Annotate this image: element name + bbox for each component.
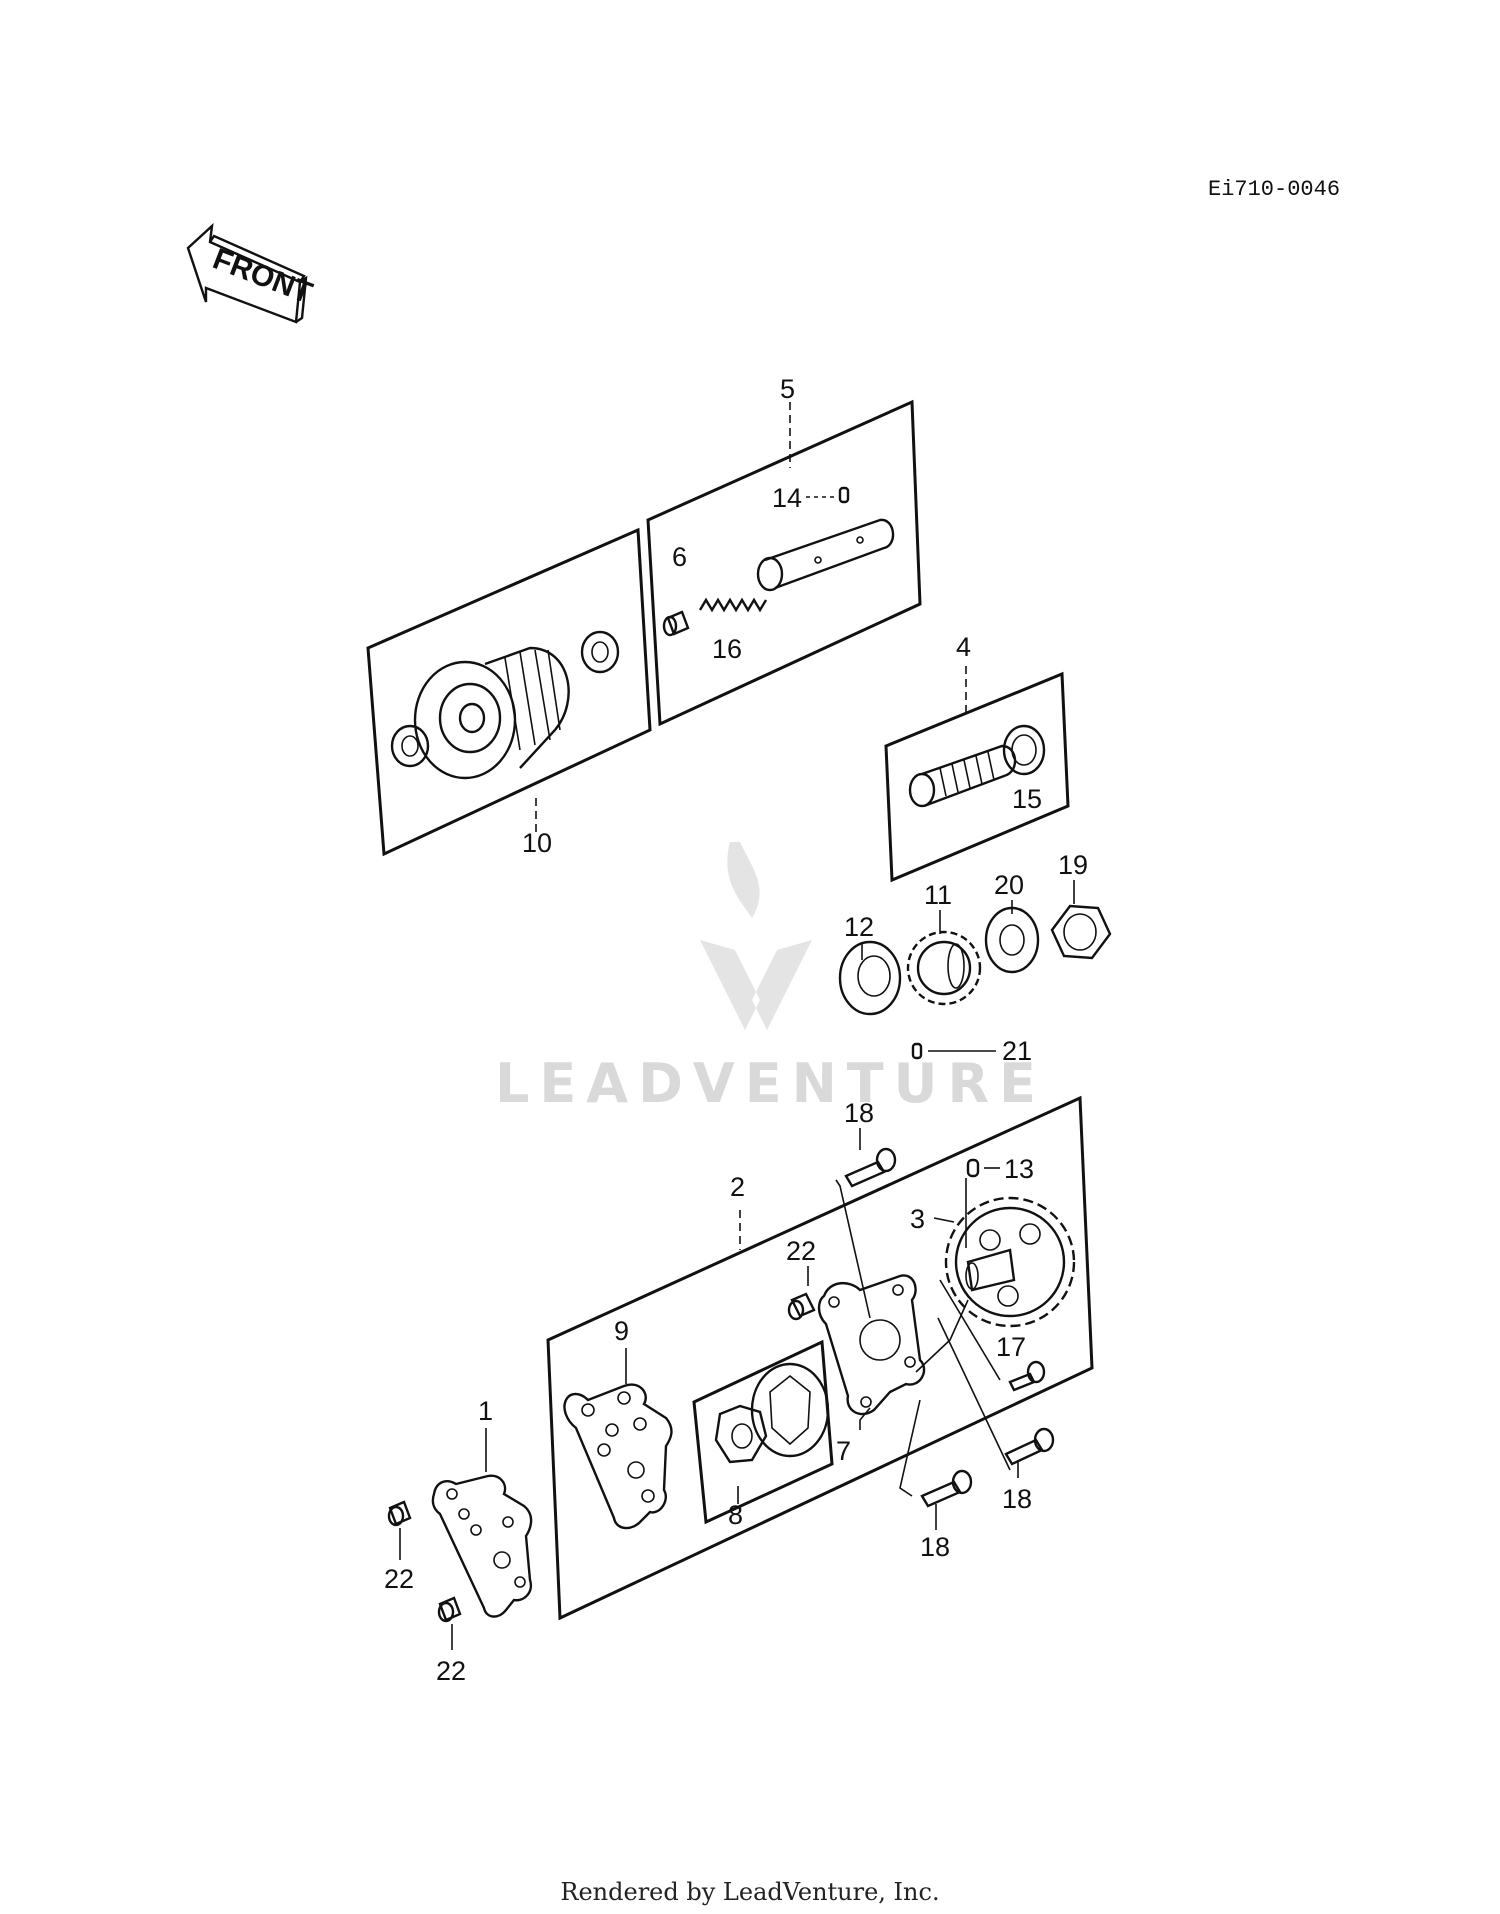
washer-15 — [1002, 724, 1046, 776]
dowel-pin-22-left — [387, 1500, 412, 1527]
dowel-pin-22-bottom — [437, 1596, 462, 1623]
gear-11 — [906, 930, 982, 1006]
callout-12: 12 — [844, 912, 874, 942]
leadventure-watermark-logo: LEADVENTURE — [495, 842, 1046, 1115]
callout-3: 3 — [910, 1204, 925, 1234]
pin-21 — [911, 1042, 923, 1060]
callout-11: 11 — [924, 880, 952, 910]
bypass-bolt — [908, 744, 1017, 808]
callout-14: 14 — [772, 483, 802, 513]
relief-valve-body — [756, 518, 895, 592]
sprocket-3 — [944, 1196, 1076, 1328]
callout-7: 7 — [836, 1436, 851, 1466]
oil-filter-element — [413, 646, 570, 780]
callout-21: 21 — [1002, 1036, 1032, 1066]
callout-17: 17 — [996, 1332, 1026, 1362]
callout-18-right: 18 — [1002, 1484, 1032, 1514]
callout-13: 13 — [1004, 1154, 1034, 1184]
callout-2: 2 — [730, 1172, 745, 1202]
callout-1: 1 — [478, 1396, 493, 1426]
outer-rotor — [750, 1362, 830, 1458]
frame-10 — [366, 527, 652, 857]
relief-valve-spring — [698, 597, 768, 613]
frame-8 — [692, 1339, 834, 1525]
bolt-18-right — [1004, 1427, 1055, 1466]
callout-9: 9 — [614, 1316, 629, 1346]
callout-22-bottom: 22 — [436, 1656, 466, 1686]
callout-20: 20 — [994, 870, 1024, 900]
frame-5 — [646, 399, 922, 727]
front-label: FRONT — [208, 242, 316, 310]
watermark-text: LEADVENTURE — [495, 1052, 1046, 1115]
pin-13 — [966, 1158, 980, 1178]
washer-20 — [984, 906, 1040, 974]
inner-rotor — [714, 1404, 768, 1464]
seal-12 — [838, 940, 902, 1016]
bolt-18-top — [844, 1147, 897, 1188]
bolt-17 — [1008, 1360, 1046, 1392]
callout-5: 5 — [780, 374, 795, 404]
callout-18-top: 18 — [844, 1098, 874, 1128]
pin-14 — [838, 486, 850, 504]
callout-6: 6 — [672, 542, 687, 572]
callout-10: 10 — [522, 828, 552, 858]
frame-2 — [546, 1095, 1094, 1621]
frame-4 — [884, 671, 1070, 883]
pump-body-7 — [817, 1274, 926, 1416]
callout-22-left: 22 — [384, 1564, 414, 1594]
pump-cover-9 — [563, 1383, 673, 1530]
relief-valve-piston — [662, 610, 690, 637]
callout-16: 16 — [712, 634, 742, 664]
front-arrow-icon: FRONT — [186, 222, 317, 324]
callout-15: 15 — [1012, 784, 1042, 814]
callout-19: 19 — [1058, 850, 1088, 880]
nut-19 — [1050, 904, 1112, 960]
filter-seal-left — [390, 724, 430, 768]
callout-4: 4 — [956, 632, 971, 662]
footer-credit: Rendered by LeadVenture, Inc. — [560, 1878, 940, 1906]
callout-22-top: 22 — [786, 1236, 816, 1266]
dowel-pin-22-top — [787, 1292, 816, 1321]
gasket-1 — [431, 1474, 533, 1618]
callout-8: 8 — [728, 1500, 743, 1530]
bolt-18-bottom — [920, 1469, 973, 1508]
filter-seal-right — [580, 630, 620, 674]
callout-18-bottom: 18 — [920, 1532, 950, 1562]
diagram-code: Ei710-0046 — [1208, 177, 1340, 202]
